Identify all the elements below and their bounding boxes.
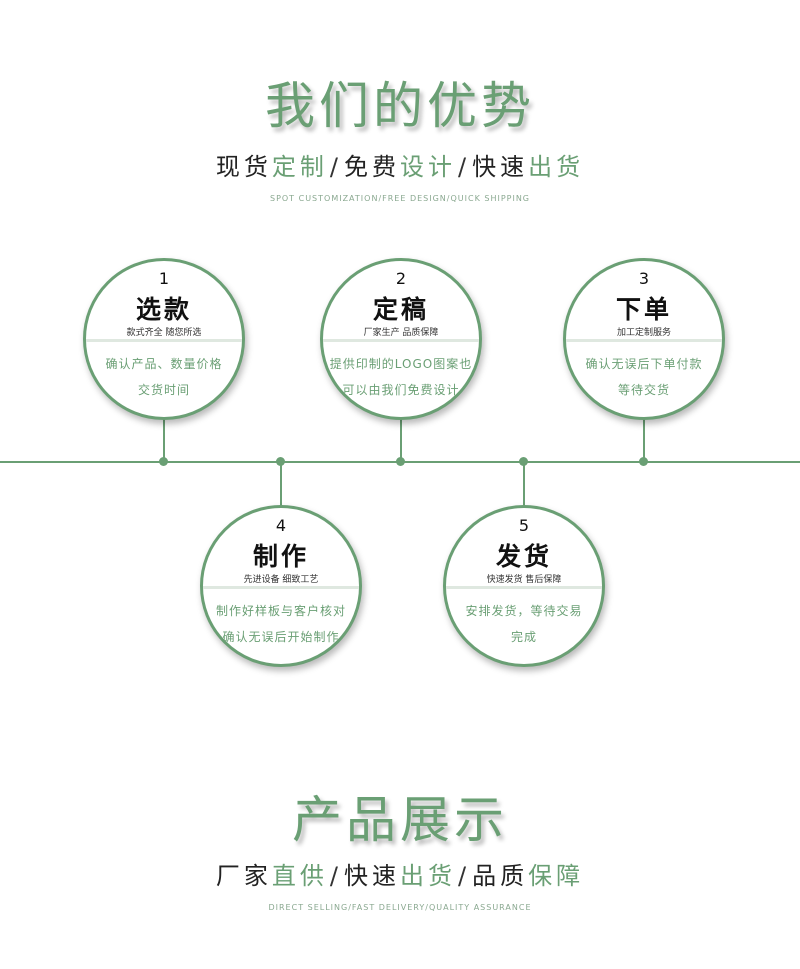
advantages-title: 我们的优势 <box>265 77 535 135</box>
step-number: 5 <box>518 516 530 535</box>
step-tagline: 先进设备 细致工艺 <box>243 575 319 585</box>
step-title: 选款 <box>135 295 192 324</box>
step-divider <box>203 586 359 589</box>
sub-word: 快速 <box>472 153 529 181</box>
step-card-3: 3 下单 加工定制服务 确认无误后下单付款 等待交货 <box>563 258 725 420</box>
step-tagline: 快速发货 售后保障 <box>486 575 562 585</box>
step-detail-line: 安排发货，等待交易 <box>465 604 583 618</box>
step-divider <box>566 339 722 342</box>
timeline-dot <box>396 457 405 466</box>
step-card-1: 1 选款 款式齐全 随您所选 确认产品、数量价格 交货时间 <box>83 258 245 420</box>
timeline-dot <box>519 457 528 466</box>
sub-separator: / <box>329 153 342 181</box>
timeline-stem <box>400 418 402 462</box>
step-number: 2 <box>395 269 407 288</box>
sub-word: 厂家 <box>215 862 272 890</box>
step-tagline: 款式齐全 随您所选 <box>126 328 202 338</box>
showcase-english-caption: DIRECT SELLING/FAST DELIVERY/QUALITY ASS… <box>268 903 532 912</box>
sub-word: 直供 <box>271 862 328 890</box>
sub-word: 品质 <box>472 862 529 890</box>
step-title: 制作 <box>252 542 309 571</box>
step-detail-line: 制作好样板与客户核对 <box>215 604 346 618</box>
timeline-stem <box>163 418 165 462</box>
step-detail-line: 提供印制的LOGO图案也 <box>329 357 473 371</box>
sub-word: 出货 <box>400 862 456 890</box>
step-card-2: 2 定稿 厂家生产 品质保障 提供印制的LOGO图案也 可以由我们免费设计 <box>320 258 482 420</box>
step-detail-line: 确认产品、数量价格 <box>105 357 223 371</box>
step-card-4: 4 制作 先进设备 细致工艺 制作好样板与客户核对 确认无误后开始制作 <box>200 505 362 667</box>
step-title: 发货 <box>495 542 552 571</box>
timeline-stem <box>643 418 645 462</box>
step-title: 下单 <box>615 295 672 324</box>
step-detail-line: 等待交货 <box>617 383 670 397</box>
timeline-dot <box>159 457 168 466</box>
showcase-subtitle: 厂家直供/快速出货/品质保障 <box>0 856 800 891</box>
step-detail-line: 完成 <box>510 630 537 644</box>
sub-word: 保障 <box>528 862 585 890</box>
step-number: 3 <box>638 269 650 288</box>
sub-word: 出货 <box>528 153 585 181</box>
step-detail-line: 交货时间 <box>137 383 190 397</box>
step-detail-line: 可以由我们免费设计 <box>342 383 460 397</box>
sub-separator: / <box>329 862 342 890</box>
step-detail-line: 确认无误后开始制作 <box>222 630 340 644</box>
advantages-subtitle: 现货定制/免费设计/快速出货 <box>0 147 800 182</box>
timeline-dot <box>276 457 285 466</box>
step-detail-line: 确认无误后下单付款 <box>585 357 703 371</box>
sub-separator: / <box>458 153 471 181</box>
sub-word: 现货 <box>215 153 272 181</box>
sub-word: 免费 <box>344 153 400 181</box>
step-title: 定稿 <box>372 295 429 324</box>
step-number: 1 <box>158 269 170 288</box>
step-divider <box>323 339 479 342</box>
step-tagline: 厂家生产 品质保障 <box>363 328 439 338</box>
sub-word: 定制 <box>271 153 328 181</box>
sub-word: 设计 <box>400 153 456 181</box>
sub-separator: / <box>458 862 471 890</box>
step-divider <box>86 339 242 342</box>
timeline-stem <box>280 462 282 508</box>
timeline-dot <box>639 457 648 466</box>
sub-word: 快速 <box>344 862 400 890</box>
showcase-title: 产品展示 <box>292 791 508 849</box>
advantages-english-caption: SPOT CUSTOMIZATION/FREE DESIGN/QUICK SHI… <box>269 194 531 203</box>
timeline-stem <box>523 462 525 508</box>
step-tagline: 加工定制服务 <box>616 328 671 338</box>
step-divider <box>446 586 602 589</box>
step-card-5: 5 发货 快速发货 售后保障 安排发货，等待交易 完成 <box>443 505 605 667</box>
step-number: 4 <box>275 516 287 535</box>
